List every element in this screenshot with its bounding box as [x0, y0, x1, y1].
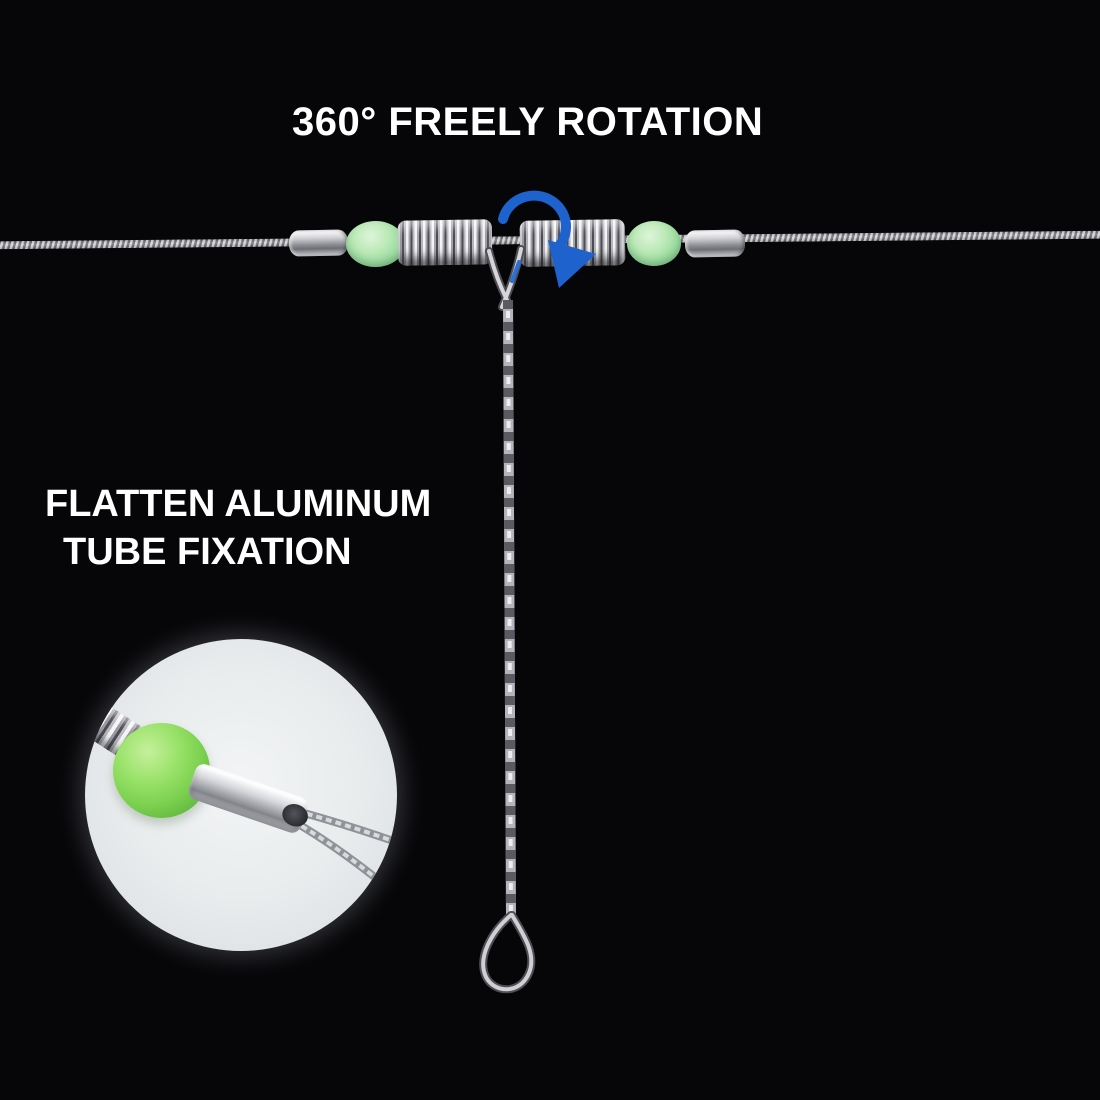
spring-coil-left [397, 219, 493, 266]
closeup-inset-circle [85, 639, 397, 951]
luminous-bead-right [627, 221, 681, 266]
spring-coil-right [519, 219, 626, 267]
aluminum-tube-right [684, 229, 746, 258]
inset-flattened-aluminum-tube [186, 761, 311, 836]
caption-line-1: FLATTEN ALUMINUM [45, 483, 432, 525]
inset-tube-opening [279, 800, 311, 830]
luminous-bead-left [346, 221, 405, 267]
headline-360-rotation: 360° FREELY ROTATION [292, 100, 764, 144]
twisted-shaft [503, 299, 516, 918]
aluminum-tube-left [288, 229, 349, 257]
caption-line-2: TUBE FIXATION [63, 531, 352, 573]
wire-end-loop [479, 911, 536, 994]
inset-luminous-ball [113, 723, 210, 818]
caption-aluminum-tube: FLATTEN ALUMINUM TUBE FIXATION [45, 480, 431, 576]
